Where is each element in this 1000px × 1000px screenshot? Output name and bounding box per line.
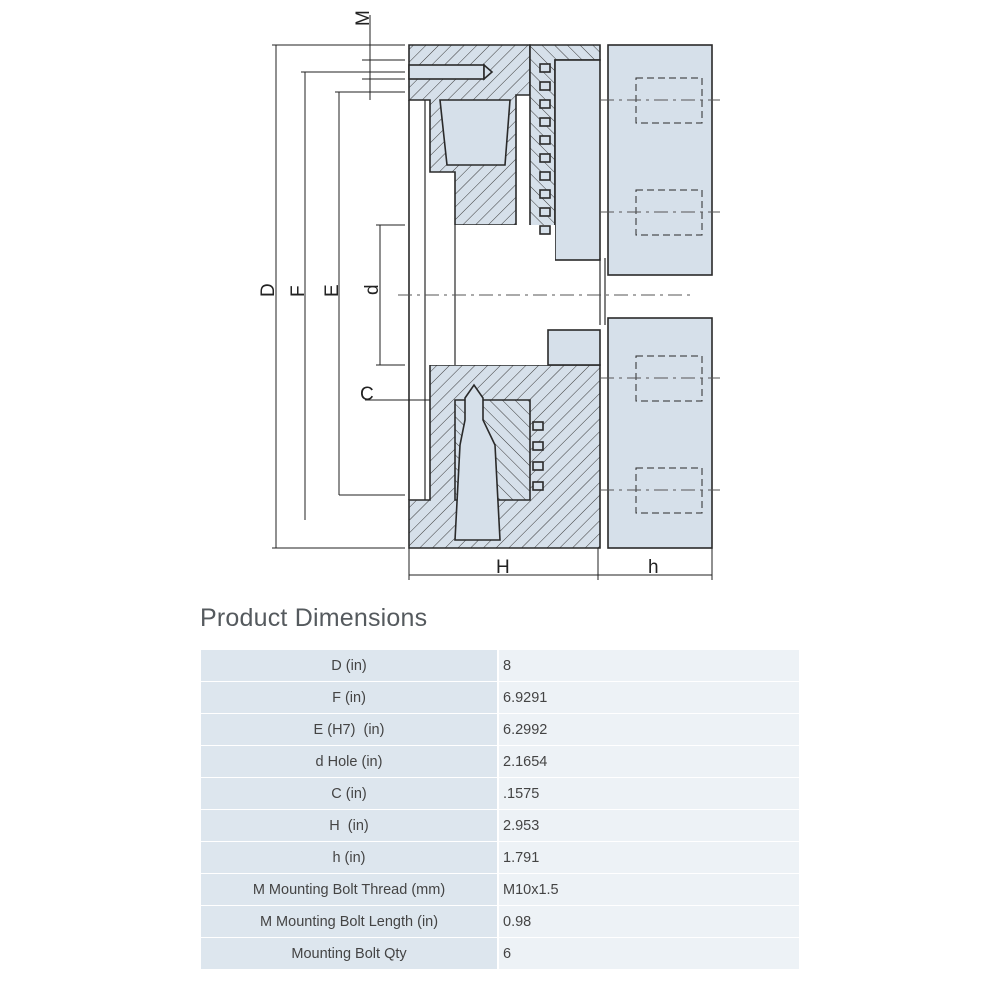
row-label: D (in): [201, 650, 499, 682]
table-row: Mounting Bolt Qty 6: [201, 937, 799, 970]
row-label: Mounting Bolt Qty: [201, 937, 499, 970]
centre-lines: [398, 99, 720, 491]
row-value: 0.98: [498, 905, 799, 938]
row-label: M Mounting Bolt Length (in): [201, 905, 499, 938]
label-H: H: [496, 557, 510, 578]
row-value: 2.1654: [498, 745, 799, 778]
mounting-bolt: [408, 64, 485, 80]
label-D: D: [258, 283, 279, 297]
table-row: d Hole (in) 2.1654: [201, 745, 799, 778]
table-row: F (in) 6.9291: [201, 681, 799, 714]
row-value: 8: [498, 650, 799, 682]
label-C: C: [360, 384, 374, 405]
table-row: M Mounting Bolt Thread (mm) M10x1.5: [201, 873, 799, 906]
chuck-body: [408, 44, 601, 549]
row-value: .1575: [498, 777, 799, 810]
table-row: H (in) 2.953: [201, 809, 799, 842]
row-value: 6.9291: [498, 681, 799, 714]
row-label: C (in): [201, 777, 499, 810]
dimensions-table: D (in) 8 F (in) 6.9291 E (H7) (in) 6.299…: [201, 650, 799, 970]
label-d: d: [362, 284, 383, 295]
row-value: 2.953: [498, 809, 799, 842]
row-label: H (in): [201, 809, 499, 842]
table-row: D (in) 8: [201, 650, 799, 682]
row-label: h (in): [201, 841, 499, 874]
row-value: 6: [498, 937, 799, 970]
row-label: M Mounting Bolt Thread (mm): [201, 873, 499, 906]
dimension-lines: [272, 15, 713, 580]
label-h: h: [648, 557, 659, 578]
row-label: F (in): [201, 681, 499, 714]
upper-jaw-slide: [554, 59, 601, 261]
label-F: F: [288, 285, 309, 297]
top-jaws: [599, 44, 713, 549]
table-row: E (H7) (in) 6.2992: [201, 713, 799, 746]
table-row: h (in) 1.791: [201, 841, 799, 874]
chuck-cross-section-drawing: M D F E d C H h: [258, 10, 720, 580]
lower-jaw-base: [547, 329, 601, 366]
lower-scroll-teeth: [532, 421, 544, 491]
table-row: C (in) .1575: [201, 777, 799, 810]
row-value: M10x1.5: [498, 873, 799, 906]
bolt-cavity: [439, 99, 511, 166]
row-label: E (H7) (in): [201, 713, 499, 746]
table-row: M Mounting Bolt Length (in) 0.98: [201, 905, 799, 938]
section-title: Product Dimensions: [200, 604, 428, 632]
label-M: M: [353, 10, 374, 26]
row-label: d Hole (in): [201, 745, 499, 778]
upper-scroll-teeth: [539, 63, 551, 235]
row-value: 6.2992: [498, 713, 799, 746]
lower-bolt: [454, 383, 501, 541]
row-value: 1.791: [498, 841, 799, 874]
label-E: E: [322, 284, 343, 297]
upper-top-jaw: [607, 44, 713, 276]
